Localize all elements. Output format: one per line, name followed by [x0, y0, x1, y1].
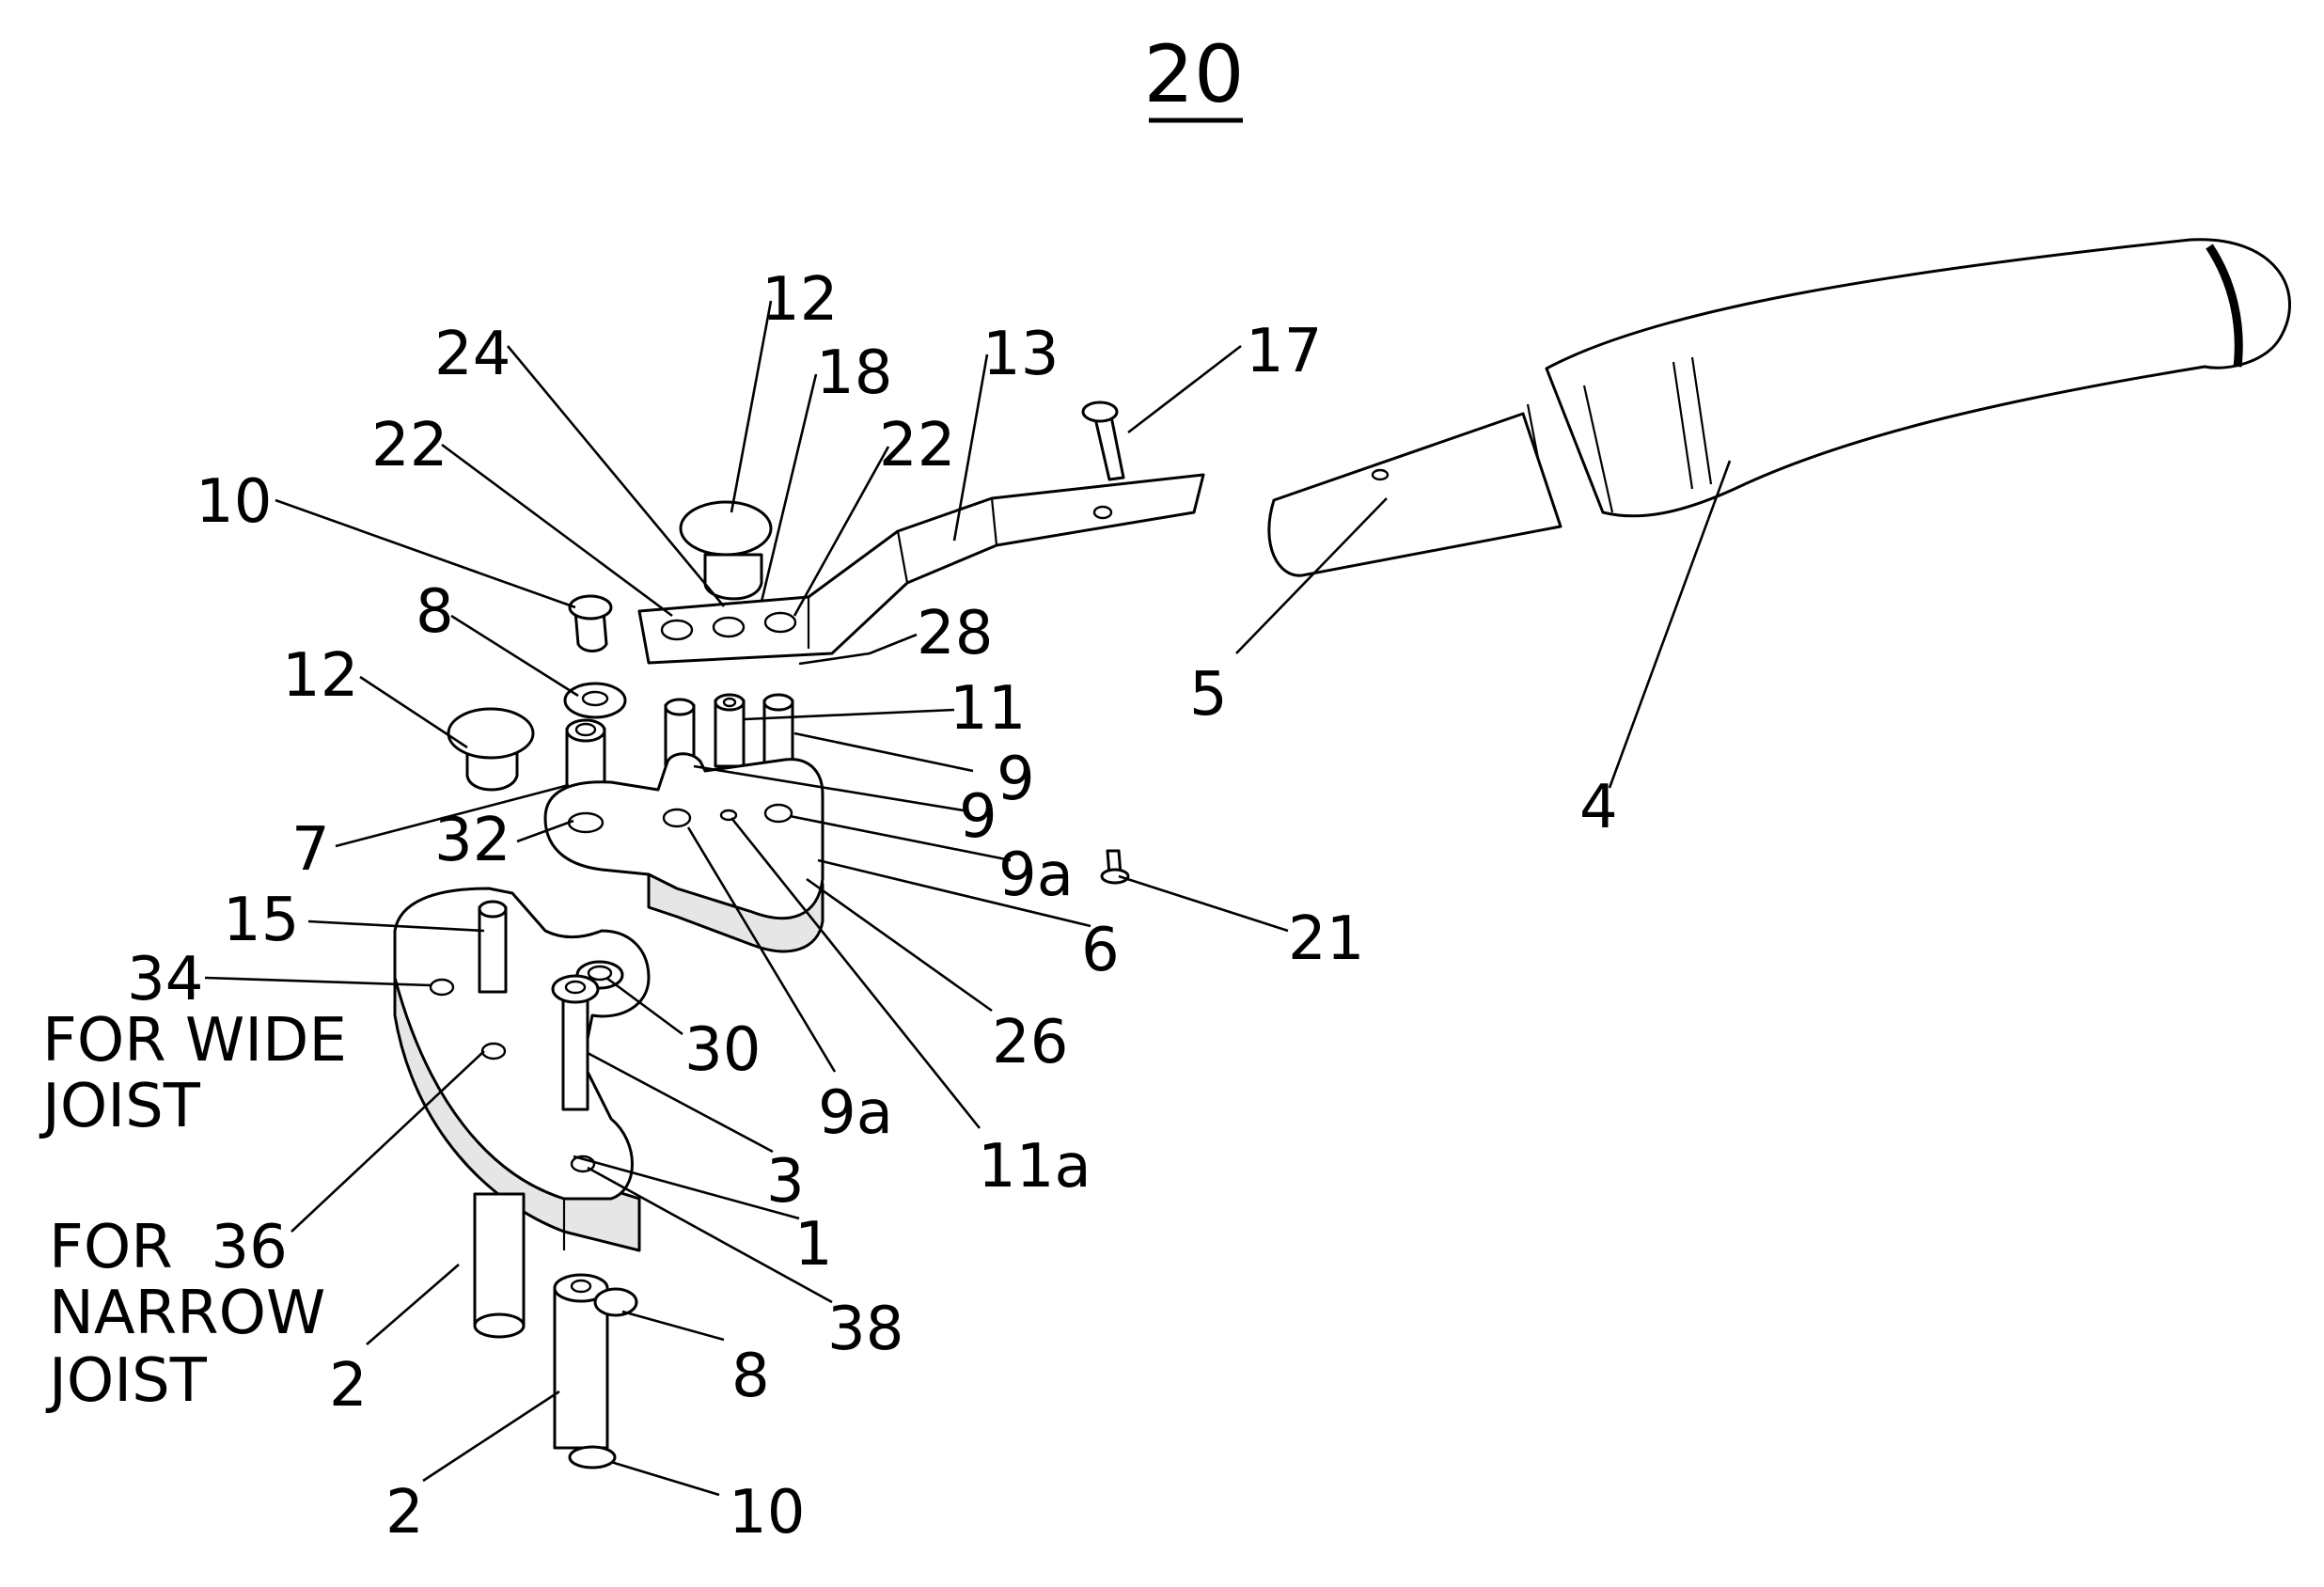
label-9a-right: 9a — [998, 841, 1074, 910]
label-18: 18 — [816, 338, 892, 408]
label-26: 26 — [992, 1008, 1068, 1077]
handle-shaft-part-5 — [1269, 414, 1561, 575]
narrow-joist-line-1: FOR 36 — [49, 1213, 288, 1282]
label-24: 24 — [434, 320, 510, 389]
label-4: 4 — [1579, 773, 1618, 842]
post-part-11 — [715, 695, 744, 766]
post-part-9-right — [764, 695, 793, 766]
label-17: 17 — [1246, 317, 1322, 386]
plate-part-6 — [545, 754, 823, 951]
label-9-upper: 9 — [997, 745, 1035, 814]
label-3: 3 — [766, 1147, 805, 1217]
pin-part-17 — [1083, 402, 1123, 479]
cap-part-12-top — [681, 502, 771, 599]
label-2-left: 2 — [329, 1351, 368, 1421]
label-10-top: 10 — [196, 467, 272, 537]
label-9-lower: 9 — [959, 782, 997, 852]
label-11a: 11a — [978, 1132, 1091, 1202]
narrow-joist-line-3: JOIST — [45, 1346, 208, 1416]
handle-grip-part-4 — [1528, 240, 2290, 526]
label-21: 21 — [1288, 904, 1364, 974]
cap-part-12-left — [448, 709, 533, 790]
label-5: 5 — [1189, 660, 1228, 730]
washer-part-8-top — [565, 684, 625, 717]
label-9a-bottom: 9a — [818, 1078, 893, 1148]
screw-part-10-top — [570, 596, 611, 652]
wide-joist-annotation: FOR WIDE JOIST — [39, 1006, 347, 1141]
label-22-right: 22 — [879, 411, 955, 480]
label-30: 30 — [684, 1015, 761, 1085]
post-part-15 — [479, 902, 506, 992]
washer-part-8-lower — [595, 1289, 636, 1315]
wide-joist-line-1: FOR WIDE — [42, 1006, 347, 1076]
label-34: 34 — [127, 945, 203, 1014]
label-6: 6 — [1081, 916, 1120, 985]
label-8-top: 8 — [416, 577, 454, 647]
figure-number: 20 — [1144, 28, 1245, 120]
label-32: 32 — [434, 806, 510, 875]
wide-joist-line-2: JOIST — [39, 1072, 201, 1141]
post-part-2-left — [475, 1194, 524, 1337]
label-13: 13 — [982, 320, 1059, 389]
narrow-joist-annotation: FOR 36 NARROW JOIST — [45, 1213, 325, 1416]
screw-part-10-lower — [570, 1447, 615, 1468]
label-8-lower: 8 — [731, 1342, 770, 1411]
label-12-left: 12 — [282, 641, 358, 711]
label-1: 1 — [794, 1210, 833, 1280]
label-28: 28 — [917, 599, 993, 668]
label-11: 11 — [950, 674, 1026, 744]
label-10-lower: 10 — [729, 1478, 805, 1548]
label-22-left: 22 — [371, 411, 448, 480]
narrow-joist-line-2: NARROW — [49, 1279, 325, 1348]
label-2-lower: 2 — [385, 1478, 424, 1548]
label-38: 38 — [827, 1295, 903, 1364]
label-12-top: 12 — [762, 265, 838, 335]
label-15: 15 — [223, 886, 299, 955]
label-7: 7 — [291, 815, 330, 885]
